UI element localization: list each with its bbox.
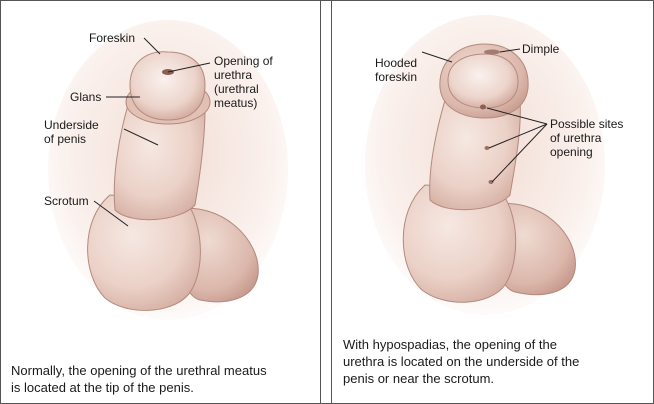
- right-dimple-mark: [484, 49, 500, 55]
- possible-leader-1: [486, 107, 548, 125]
- label-possible-line1: Possible sites: [550, 117, 624, 131]
- right-glans: [447, 53, 519, 109]
- possible-leader-2: [488, 123, 548, 149]
- label-hooded-foreskin: Hooded foreskin: [375, 56, 417, 84]
- left-illustration: [48, 20, 288, 320]
- left-caption-line2: is located at the tip of the penis.: [11, 380, 194, 395]
- label-opening-line1: Opening of: [214, 54, 273, 68]
- foreskin-leader: [143, 37, 161, 55]
- underside-leader: [123, 128, 159, 146]
- label-underside-line1: Underside: [44, 118, 99, 132]
- label-foreskin: Foreskin: [89, 31, 136, 45]
- label-hooded-line1: Hooded: [375, 56, 418, 70]
- right-caption-line3: penis or near the scrotum.: [343, 371, 495, 386]
- opening-site-1: [480, 104, 486, 110]
- label-opening-line3: (urethral: [214, 82, 259, 96]
- possible-leader-3: [491, 123, 548, 183]
- opening-site-2: [484, 146, 490, 150]
- right-caption-line2: urethra is located on the underside of t…: [343, 354, 580, 369]
- left-scrotum: [87, 194, 201, 311]
- label-hooded-line2: foreskin: [375, 70, 418, 84]
- scrotum-leader: [93, 200, 129, 227]
- right-scrotum: [402, 184, 517, 303]
- hooded-leader: [421, 51, 453, 63]
- label-underside-of-penis: Underside of penis: [44, 118, 99, 146]
- label-glans: Glans: [70, 90, 102, 104]
- label-opening-of-urethra: Opening of urethra (urethral meatus): [214, 54, 273, 110]
- label-possible-line2: of urethra: [550, 131, 602, 145]
- label-underside-line2: of penis: [44, 132, 87, 146]
- label-opening-line4: meatus): [214, 96, 258, 110]
- label-dimple: Dimple: [522, 42, 560, 56]
- opening-leader: [167, 62, 211, 73]
- right-illustration: [365, 15, 605, 315]
- left-shaft: [113, 104, 206, 221]
- label-scrotum: Scrotum: [44, 194, 89, 208]
- right-caption: With hypospadias, the opening of the ure…: [343, 336, 643, 387]
- label-possible-line3: opening: [550, 145, 593, 159]
- opening-site-3: [488, 180, 494, 184]
- right-shaft: [429, 99, 521, 211]
- left-glans: [129, 51, 206, 121]
- left-caption: Normally, the opening of the urethral me…: [11, 362, 316, 396]
- dimple-leader: [499, 48, 521, 53]
- left-caption-line1: Normally, the opening of the urethral me…: [11, 363, 267, 378]
- label-possible-sites: Possible sites of urethra opening: [550, 117, 623, 159]
- panel-divider-right: [331, 0, 332, 404]
- label-opening-line2: urethra: [214, 68, 253, 82]
- right-caption-line1: With hypospadias, the opening of the: [343, 337, 557, 352]
- panel-divider-left: [320, 0, 321, 404]
